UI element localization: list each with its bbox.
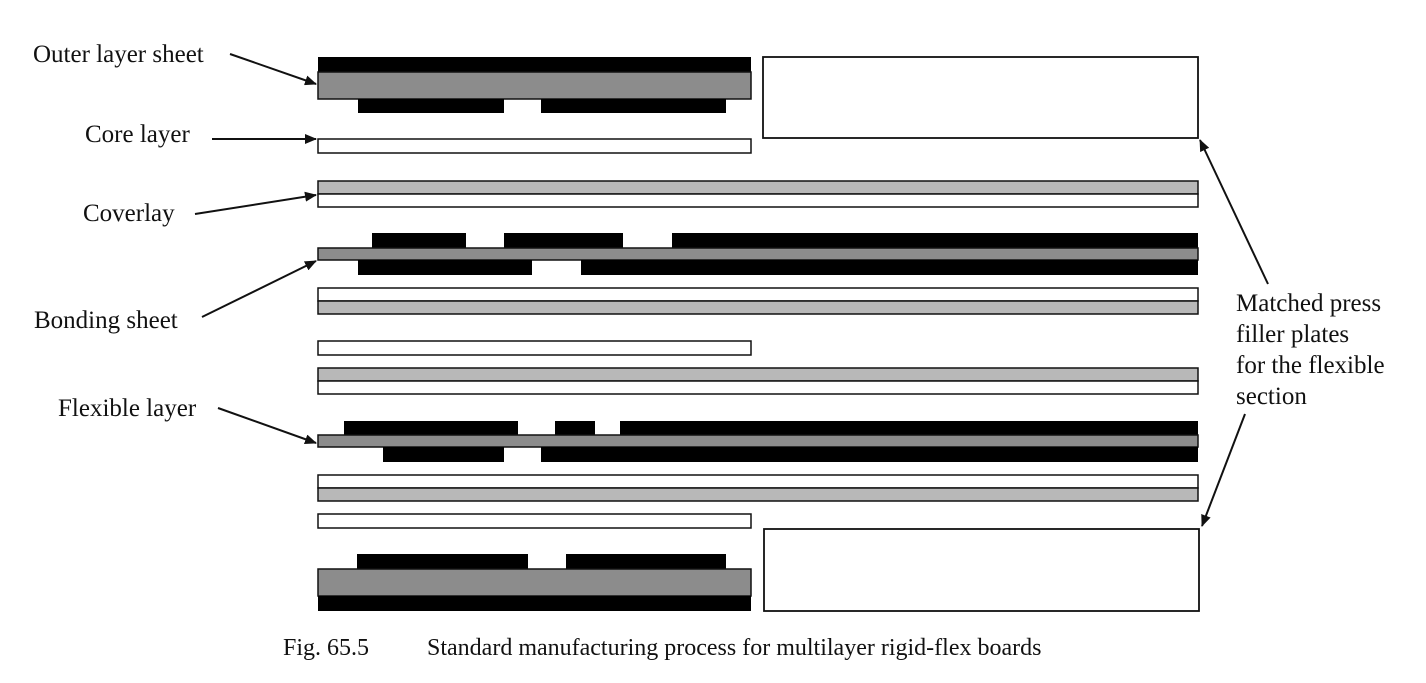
- outer-layer-sheet-top: [317, 57, 752, 113]
- arrow-filler-plate-top: [1199, 139, 1269, 285]
- coverlay-1: [317, 180, 1199, 208]
- arrow-filler-plate-bottom: [1201, 413, 1246, 527]
- flexible-layer: [317, 421, 1199, 462]
- label-filler-line-3: for the flexible: [1236, 352, 1385, 379]
- filler-plate-bottom: [763, 528, 1200, 612]
- caption-number: Fig. 65.5: [283, 635, 369, 661]
- label-flexible-layer: Flexible layer: [58, 395, 197, 422]
- coverlay-4: [317, 474, 1199, 502]
- core-layer-3: [317, 513, 752, 529]
- label-coverlay: Coverlay: [83, 200, 175, 227]
- coverlay-2: [317, 287, 1199, 315]
- core-layer-2: [317, 340, 752, 356]
- arrow-bonding-sheet: [201, 260, 317, 318]
- outer-layer-sheet-bottom: [317, 554, 752, 611]
- flex-inner-layer-1: [317, 233, 1199, 275]
- arrow-flexible-layer: [217, 407, 317, 445]
- caption-text: Standard manufacturing process for multi…: [427, 635, 1041, 661]
- label-core-layer: Core layer: [85, 121, 190, 148]
- label-filler-line-2: filler plates: [1236, 321, 1349, 348]
- label-bonding-sheet: Bonding sheet: [34, 307, 178, 334]
- label-filler-plates: Matched press filler plates for the flex…: [1236, 290, 1385, 410]
- label-outer-layer-sheet: Outer layer sheet: [33, 41, 204, 68]
- filler-plate-top: [762, 56, 1199, 139]
- label-filler-line-4: section: [1236, 383, 1307, 410]
- coverlay-3: [317, 367, 1199, 395]
- core-layer-1: [317, 138, 752, 154]
- arrow-outer-layer-sheet: [229, 53, 317, 86]
- arrow-coverlay: [194, 191, 317, 215]
- label-filler-line-1: Matched press: [1236, 290, 1381, 317]
